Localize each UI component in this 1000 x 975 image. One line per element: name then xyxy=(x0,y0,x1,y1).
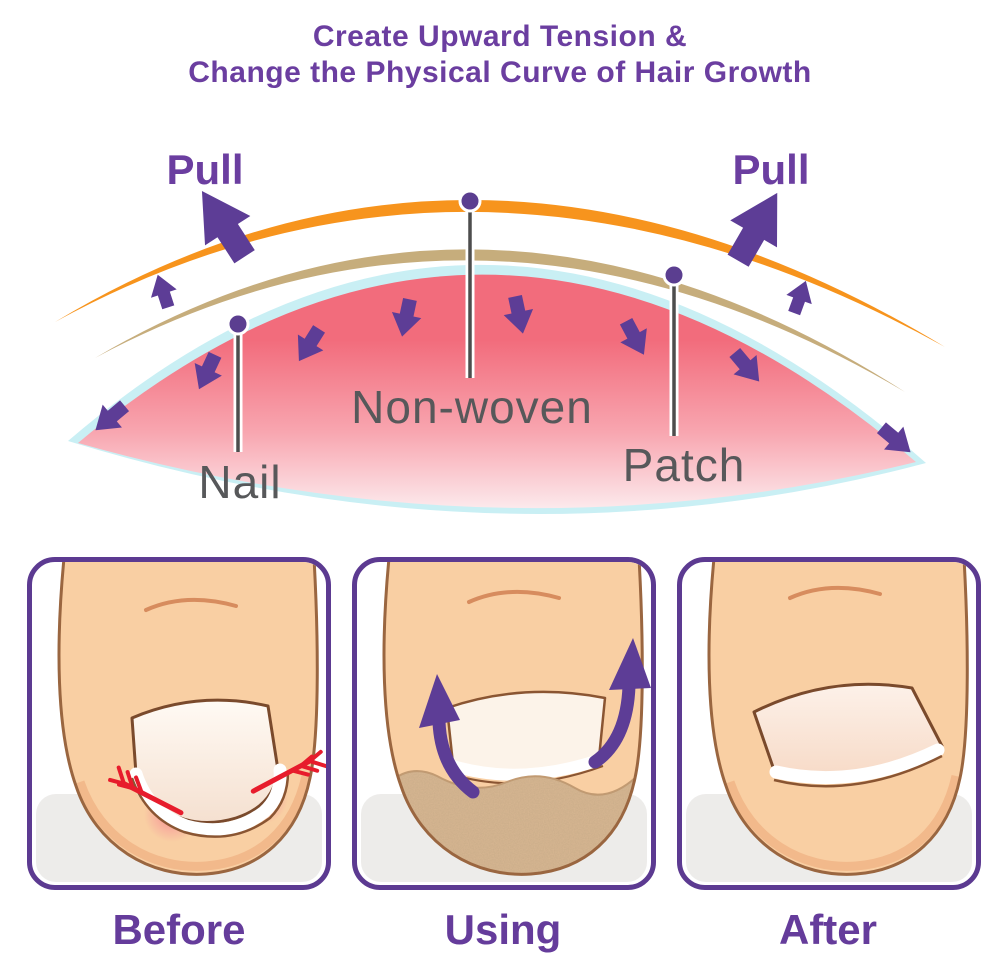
before-illustration xyxy=(36,562,326,882)
panel-before xyxy=(27,557,331,890)
pain-mark-right xyxy=(250,749,326,794)
ingrown-nail xyxy=(129,698,290,838)
skin-crease xyxy=(467,589,561,604)
leader-nail xyxy=(226,312,250,452)
nail-free-edge xyxy=(447,754,605,781)
skin-crease xyxy=(144,597,238,612)
page-title-line1: Create Upward Tension & xyxy=(312,20,688,53)
healthy-nail xyxy=(752,682,945,788)
leader-patch xyxy=(662,263,686,436)
pain-mark-left xyxy=(108,765,184,816)
leader-lines xyxy=(226,189,686,452)
lift-arrow-left xyxy=(419,674,480,799)
before-caption: Before xyxy=(112,906,246,953)
panel-using xyxy=(352,557,656,890)
nail-free-edge xyxy=(129,763,287,837)
lift-arrow-right xyxy=(588,638,651,769)
nail-groove-line xyxy=(130,771,290,838)
patch-label: Patch xyxy=(622,439,746,491)
using-caption: Using xyxy=(444,906,562,953)
callout-dot-nonwoven xyxy=(458,189,482,213)
nonwoven-label: Non-woven xyxy=(351,381,593,433)
visible-nail xyxy=(445,690,607,785)
after-illustration xyxy=(686,562,972,882)
leader-nonwoven xyxy=(458,189,482,378)
using-illustration xyxy=(361,562,651,882)
nail-body xyxy=(68,264,926,514)
toe-outline xyxy=(382,562,644,876)
toe-outline xyxy=(57,562,319,876)
nail-pink-fill xyxy=(78,274,916,509)
tension-arrow-left xyxy=(144,270,182,312)
pull-label-right: Pull xyxy=(732,146,810,193)
nail-label: Nail xyxy=(198,456,282,508)
panel-after xyxy=(677,557,981,890)
callout-dot-nail xyxy=(226,312,250,336)
page-title-line2: Change the Physical Curve of Hair Growth xyxy=(188,56,812,89)
callout-dot-patch xyxy=(662,263,686,287)
after-caption: After xyxy=(778,906,878,953)
nail-free-edge xyxy=(769,743,945,785)
toe-shading xyxy=(725,775,961,871)
skin-crease xyxy=(788,585,882,600)
toe-outline xyxy=(707,562,969,876)
nail-cross-section-diagram xyxy=(55,176,945,514)
nail-groove-line xyxy=(773,754,943,788)
toe-shading xyxy=(75,775,311,871)
pull-label-left: Pull xyxy=(166,146,244,193)
